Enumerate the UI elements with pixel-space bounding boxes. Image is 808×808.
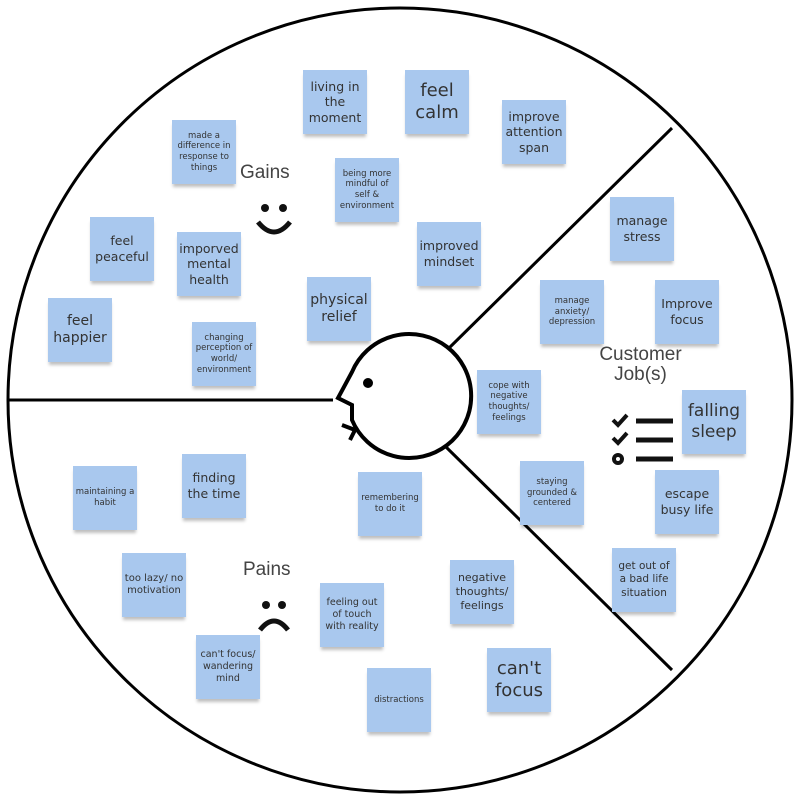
customer-head-icon xyxy=(335,332,474,460)
sticky-note[interactable]: made a difference in response to things xyxy=(172,120,236,184)
sticky-note[interactable]: physical relief xyxy=(307,277,371,341)
sticky-note[interactable]: manage anxiety/ depression xyxy=(540,280,604,344)
divider-jobs-pains xyxy=(443,444,674,672)
sticky-note[interactable]: get out of a bad life situation xyxy=(612,548,676,612)
sticky-note[interactable]: feeling out of touch with reality xyxy=(320,583,384,647)
sticky-note[interactable]: imporved mental health xyxy=(177,232,241,296)
smiley-face-icon xyxy=(256,204,292,235)
checklist-icon xyxy=(611,413,673,465)
sticky-note[interactable]: staying grounded & centered xyxy=(520,461,584,525)
sticky-note[interactable]: too lazy/ no motivation xyxy=(122,553,186,617)
divider-gains-jobs xyxy=(443,126,674,354)
sticky-note[interactable]: Improve focus xyxy=(655,280,719,344)
sticky-note[interactable]: living in the moment xyxy=(303,70,367,134)
sticky-note[interactable]: can't focus/ wandering mind xyxy=(196,635,260,699)
sticky-note[interactable]: negative thoughts/ feelings xyxy=(450,560,514,624)
sticky-note[interactable]: maintaining a habit xyxy=(73,466,137,530)
sticky-note[interactable]: cope with negative thoughts/ feelings xyxy=(477,370,541,434)
sticky-note[interactable]: remembering to do it xyxy=(358,472,422,536)
gains-label: Gains xyxy=(240,162,290,183)
customer-jobs-label: Customer Job(s) xyxy=(599,344,682,385)
sticky-note[interactable]: being more mindful of self & environment xyxy=(335,158,399,222)
sticky-note[interactable]: distractions xyxy=(367,668,431,732)
sticky-note[interactable]: can't focus xyxy=(487,648,551,712)
sticky-note[interactable]: feel peaceful xyxy=(90,217,154,281)
sticky-note[interactable]: escape busy life xyxy=(655,470,719,534)
sticky-note[interactable]: falling sleep xyxy=(682,390,746,454)
sticky-note[interactable]: changing perception of world/ environmen… xyxy=(192,322,256,386)
sticky-note[interactable]: finding the time xyxy=(182,454,246,518)
sticky-note[interactable]: feel happier xyxy=(48,298,112,362)
sticky-note[interactable]: feel calm xyxy=(405,70,469,134)
sticky-note[interactable]: improved mindset xyxy=(417,222,481,286)
sticky-note[interactable]: improve attention span xyxy=(502,100,566,164)
frowning-face-icon xyxy=(258,601,290,632)
pains-label: Pains xyxy=(243,559,291,580)
sticky-note[interactable]: manage stress xyxy=(610,197,674,261)
